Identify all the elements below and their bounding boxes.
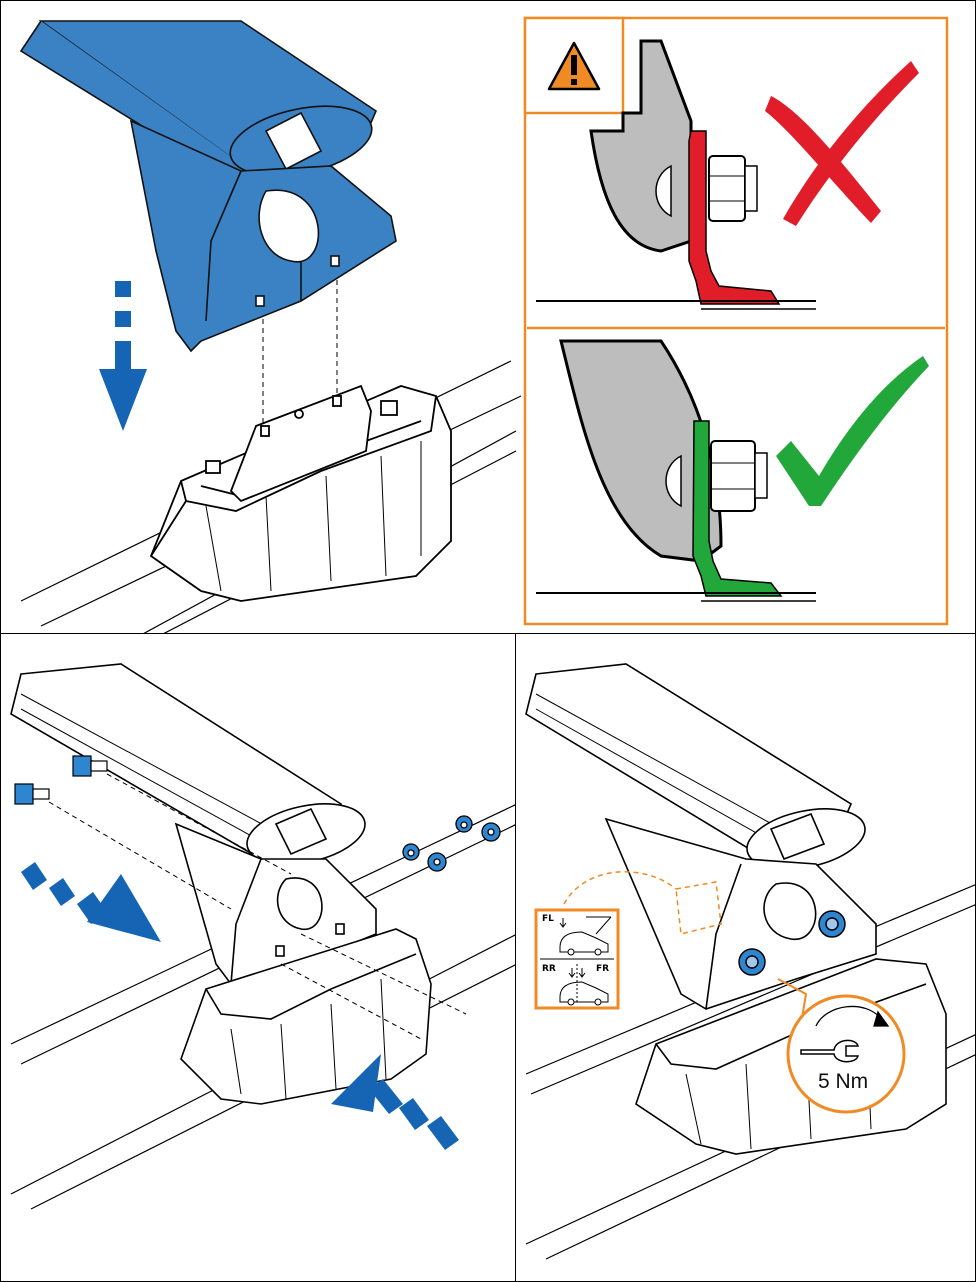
top-illustration [19,16,949,633]
bottom-left-illustration [10,663,515,1210]
torque-value-label: 5 Nm [818,1070,869,1093]
rr-label: RR [542,964,556,974]
wrench-icon [800,1039,859,1063]
step-panel-top [0,0,976,634]
warning-triangle-icon [547,41,601,91]
warning-inset [523,16,949,626]
green-check-icon [776,356,929,506]
rotation-arrow-icon [815,1005,890,1027]
foot-assembly [174,822,432,1105]
down-arrow-dashed-icon [99,281,147,431]
nut-icon [738,910,846,976]
step-panel-bottom-right: FL RR FR 5 Nm [515,633,976,1282]
fl-label: FL [542,914,554,924]
position-callout [563,871,722,935]
right-arrow-dashed-icon [21,862,161,942]
correct-mounting-detail [536,339,816,602]
bolt-guides [48,773,467,1040]
wrong-mounting-detail [536,39,816,310]
crossbar-highlighted [19,20,397,353]
bottom-right-illustration [525,663,975,1260]
bolt-icon [14,755,108,805]
foot-assembly [604,817,947,1155]
left-arrow-dashed-icon [331,1054,459,1150]
red-cross-icon [765,61,919,226]
crossbar [10,663,366,865]
nut-icon [402,815,501,872]
vehicle-position-card [534,908,620,1010]
foot-base [149,384,452,602]
fr-label: FR [596,964,610,974]
step-panel-bottom-left [0,633,516,1282]
alignment-guides [262,271,338,426]
